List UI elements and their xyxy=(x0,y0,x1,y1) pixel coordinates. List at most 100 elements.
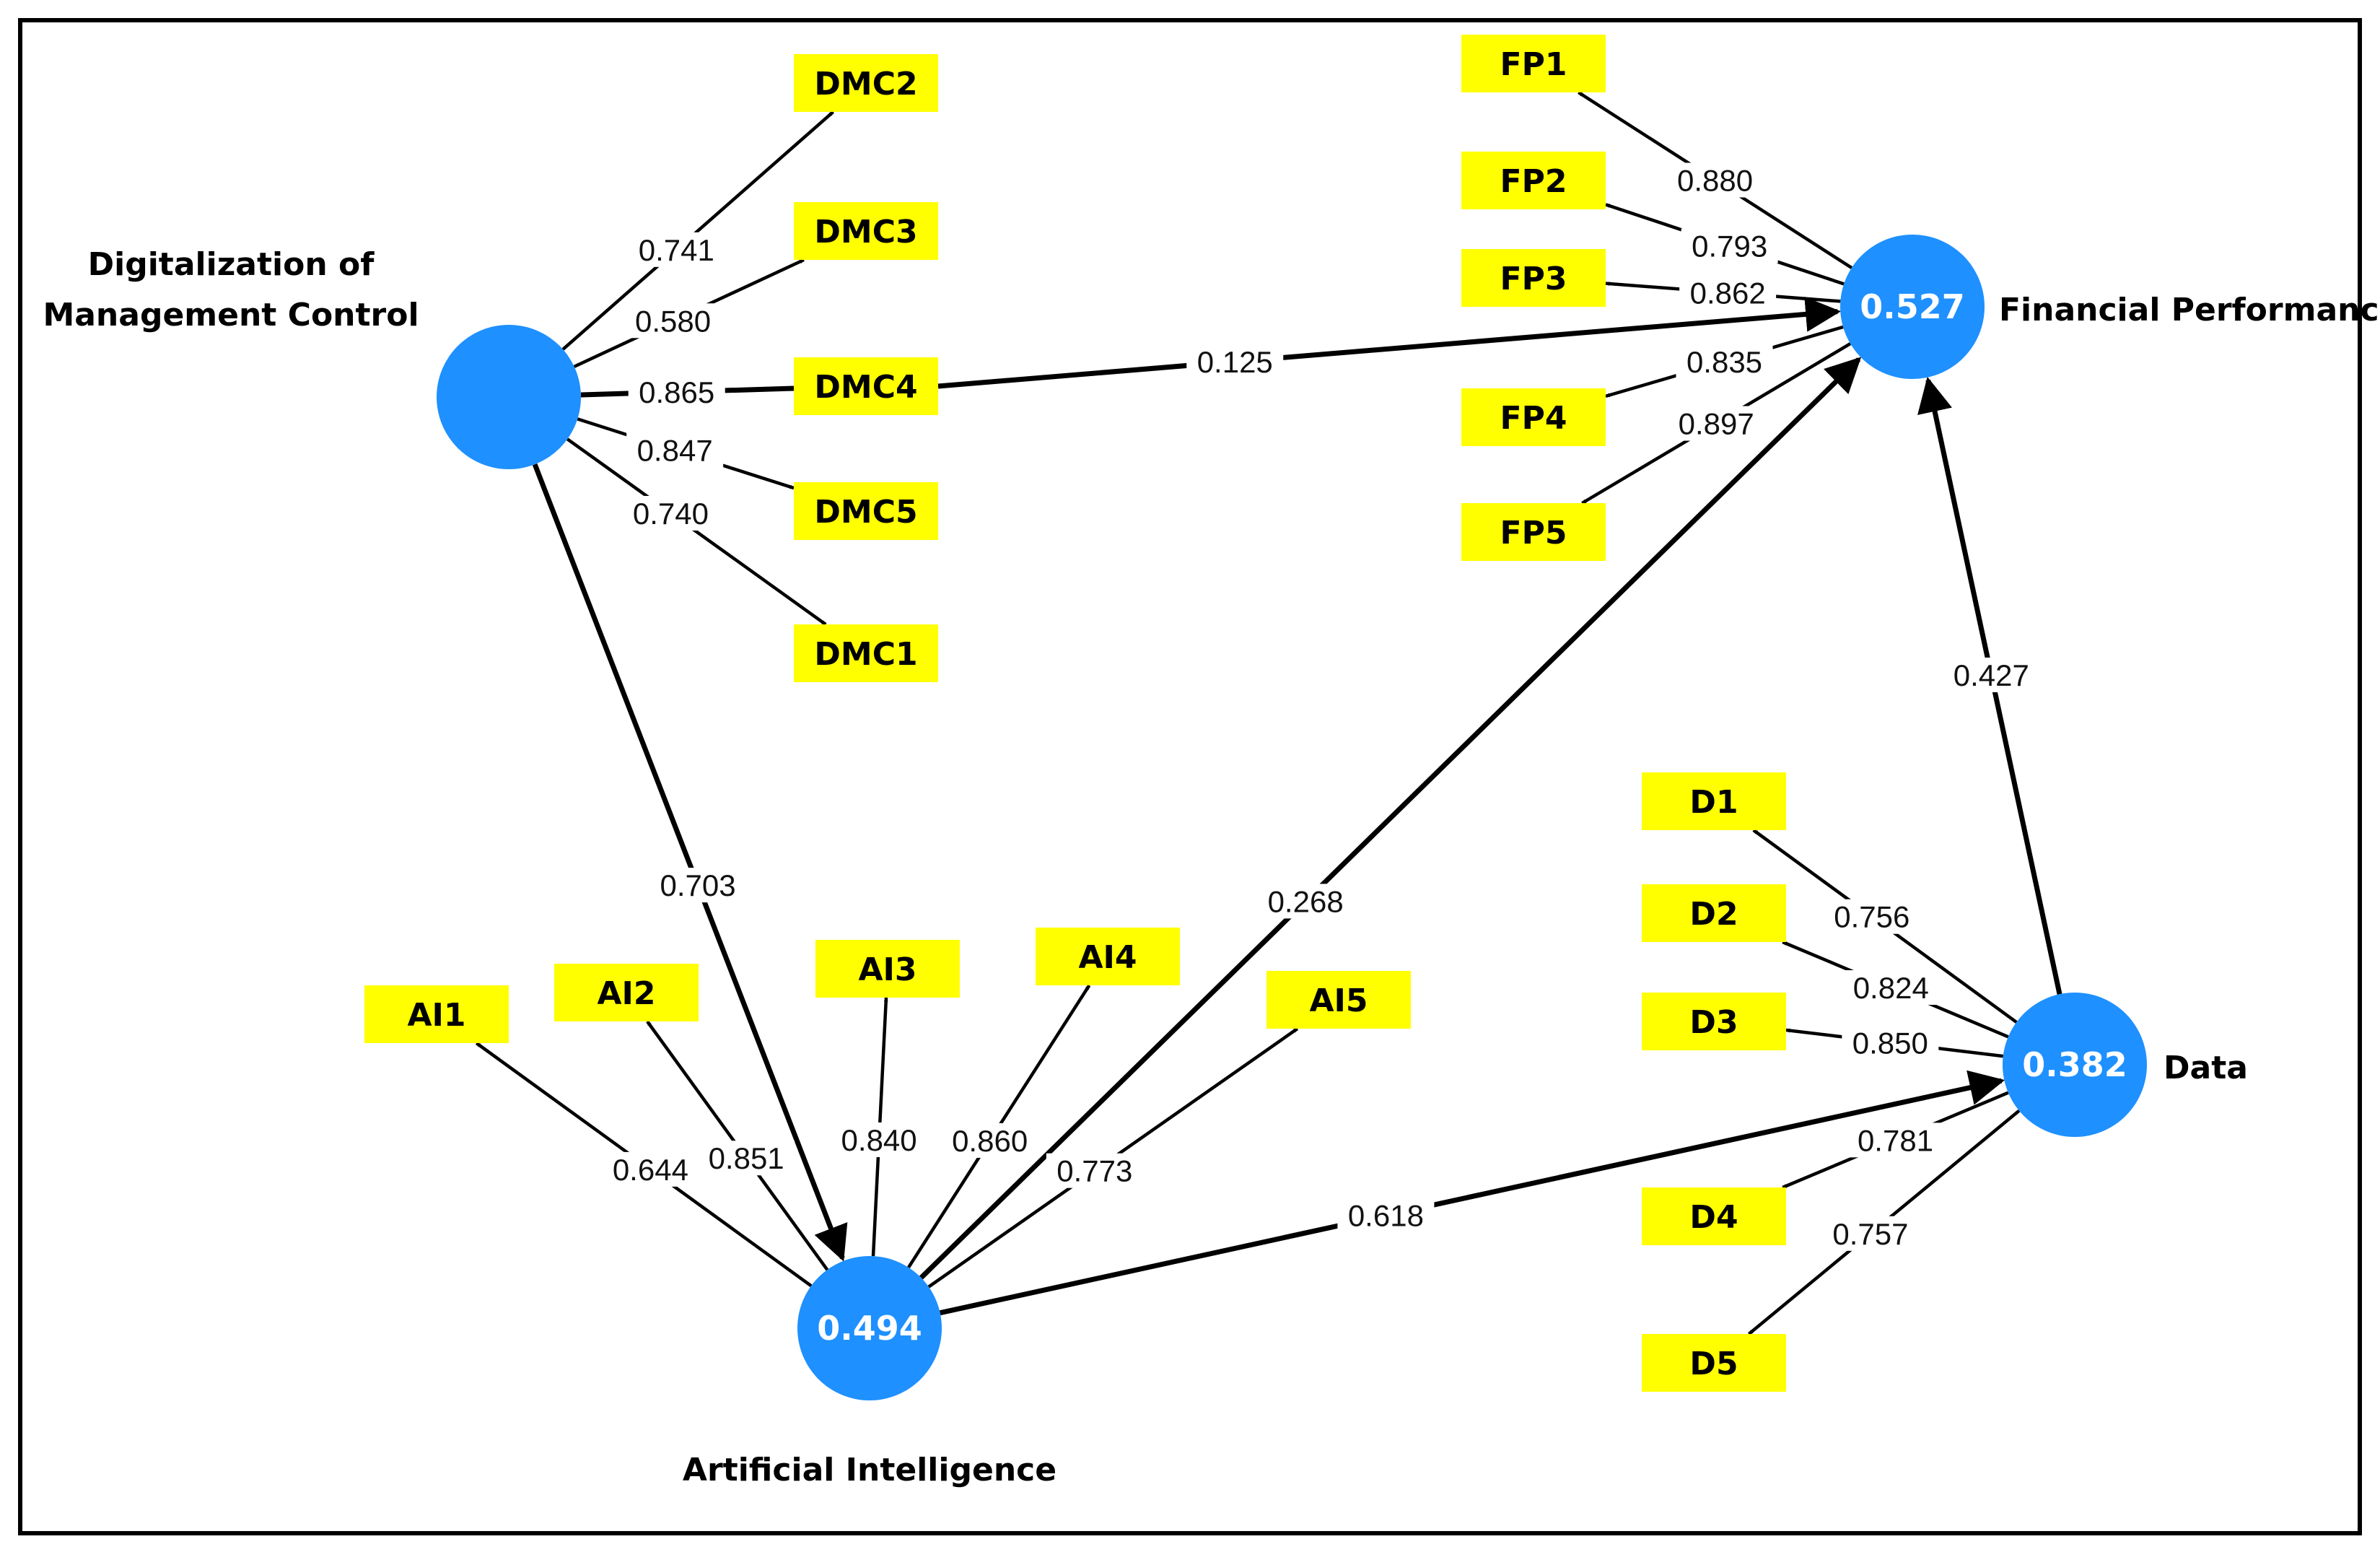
loading-label-fp4-bg xyxy=(1676,344,1773,379)
construct-name-fp-0: Financial Performance xyxy=(1999,292,2380,328)
indicator-label-dmc2: DMC2 xyxy=(814,66,917,103)
path-edge-dmc-fp xyxy=(937,296,1842,389)
indicator-box-fp3 xyxy=(1461,249,1606,307)
loading-label-ai3-bg xyxy=(831,1122,928,1157)
indicator-dmc5: DMC5 xyxy=(794,482,938,540)
construct-r2-data: 0.382 xyxy=(2022,1045,2127,1084)
indicator-label-fp4: FP4 xyxy=(1500,400,1567,437)
edge-labels-layer: 0.7410.5800.8650.8470.7400.8800.7930.862… xyxy=(602,162,2040,1251)
loading-label-ai2-bg xyxy=(698,1141,795,1176)
indicator-box-d2 xyxy=(1642,884,1786,942)
indicator-box-d3 xyxy=(1642,993,1786,1050)
loading-label-dmc3-bg xyxy=(624,303,722,339)
construct-data: 0.382 Data xyxy=(2003,993,2248,1137)
indicator-label-ai3: AI3 xyxy=(858,951,916,988)
indicator-label-d5: D5 xyxy=(1689,1346,1738,1382)
loading-label-ai1-text: 0.644 xyxy=(613,1153,688,1187)
loading-label-fp1: 0.880 xyxy=(1666,162,1764,198)
indicator-label-ai4: AI4 xyxy=(1078,939,1137,976)
loading-label-dmc3-text: 0.580 xyxy=(635,304,711,338)
loading-label-dmc2-bg xyxy=(628,232,725,267)
path-label-dmc-ai: 0.703 xyxy=(649,868,747,903)
loading-label-dmc1-text: 0.740 xyxy=(633,497,709,531)
construct-name-data-0: Data xyxy=(2164,1050,2248,1086)
indicator-ai3: AI3 xyxy=(815,940,960,998)
loading-label-dmc4: 0.865 xyxy=(628,374,725,409)
indicator-box-ai4 xyxy=(1036,928,1180,985)
indicator-box-dmc1 xyxy=(794,624,938,682)
indicator-box-ai5 xyxy=(1266,971,1411,1029)
path-label-ai-fp: 0.268 xyxy=(1257,884,1355,919)
construct-name-dmc-1: Management Control xyxy=(43,297,419,333)
loading-label-dmc5-text: 0.847 xyxy=(637,433,713,467)
loading-label-dmc5-bg xyxy=(626,432,724,468)
loading-label-dmc1-bg xyxy=(622,495,719,531)
loading-label-d4-bg xyxy=(1847,1122,1944,1158)
path-label-dmc-fp: 0.125 xyxy=(1186,344,1284,379)
indicator-box-fp1 xyxy=(1461,35,1606,92)
loading-label-d5: 0.757 xyxy=(1821,1216,1919,1251)
indicator-box-d1 xyxy=(1642,772,1786,830)
construct-circle-fp xyxy=(1840,235,1985,379)
path-label-dmc-ai-bg xyxy=(649,868,747,903)
loading-label-ai1-bg xyxy=(602,1151,699,1187)
loading-label-d5-bg xyxy=(1821,1216,1919,1251)
indicator-fp4: FP4 xyxy=(1461,388,1606,446)
path-label-dmc-fp-text: 0.125 xyxy=(1197,345,1273,379)
indicator-box-fp4 xyxy=(1461,388,1606,446)
loading-label-d4: 0.781 xyxy=(1847,1122,1944,1158)
indicators-layer: DMC2DMC3DMC4DMC5DMC1FP1FP2FP3FP4FP5AI1AI… xyxy=(364,35,1786,1392)
loading-label-fp2-bg xyxy=(1681,228,1778,263)
path-label-dmc-fp-bg xyxy=(1186,344,1284,379)
loading-label-dmc5: 0.847 xyxy=(626,432,724,468)
indicator-ai1: AI1 xyxy=(364,985,509,1043)
indicator-d4: D4 xyxy=(1642,1187,1786,1245)
indicator-label-ai1: AI1 xyxy=(407,997,465,1034)
indicator-d1: D1 xyxy=(1642,772,1786,830)
construct-circle-data xyxy=(2003,993,2147,1137)
construct-circle-ai xyxy=(797,1256,942,1400)
path-label-ai-data: 0.618 xyxy=(1337,1198,1435,1233)
loading-label-dmc3: 0.580 xyxy=(624,303,722,339)
indicator-fp1: FP1 xyxy=(1461,35,1606,92)
loading-label-fp3-text: 0.862 xyxy=(1690,276,1766,310)
indicator-label-dmc1: DMC1 xyxy=(814,636,917,673)
indicator-box-d4 xyxy=(1642,1187,1786,1245)
path-label-dmc-ai-text: 0.703 xyxy=(660,868,736,902)
loading-label-fp2-text: 0.793 xyxy=(1692,230,1767,263)
construct-name-ai-0: Artificial Intelligence xyxy=(683,1452,1056,1488)
indicator-dmc1: DMC1 xyxy=(794,624,938,682)
indicator-ai5: AI5 xyxy=(1266,971,1411,1029)
indicator-label-ai5: AI5 xyxy=(1309,982,1368,1019)
loading-label-d2: 0.824 xyxy=(1842,970,1940,1006)
indicator-label-dmc5: DMC5 xyxy=(814,494,917,531)
indicator-box-ai3 xyxy=(815,940,960,998)
loading-label-ai4-text: 0.860 xyxy=(952,1124,1028,1158)
indicator-d3: D3 xyxy=(1642,993,1786,1050)
indicator-label-ai2: AI2 xyxy=(597,975,655,1012)
loading-label-ai2: 0.851 xyxy=(698,1141,795,1176)
loading-label-d3: 0.850 xyxy=(1842,1025,1939,1060)
loading-edge-dmc-dmc1 xyxy=(566,437,827,626)
loading-label-fp2: 0.793 xyxy=(1681,228,1778,263)
indicator-box-d5 xyxy=(1642,1334,1786,1392)
indicator-ai4: AI4 xyxy=(1036,928,1180,985)
indicator-ai2: AI2 xyxy=(554,964,699,1021)
path-edge-ai-fp xyxy=(919,357,1862,1280)
loading-edge-dmc-dmc2 xyxy=(561,110,834,351)
loading-label-fp1-bg xyxy=(1666,162,1764,198)
loading-label-fp4: 0.835 xyxy=(1676,344,1773,379)
path-label-data-fp-text: 0.427 xyxy=(1954,658,2029,692)
loading-label-d1-bg xyxy=(1823,899,1920,934)
loading-label-d4-text: 0.781 xyxy=(1858,1123,1933,1157)
loading-label-fp5-bg xyxy=(1668,406,1765,441)
indicator-label-fp5: FP5 xyxy=(1500,515,1567,552)
path-label-ai-fp-bg xyxy=(1257,884,1355,919)
loading-label-d2-text: 0.824 xyxy=(1853,971,1929,1005)
loading-label-d1-text: 0.756 xyxy=(1834,900,1909,934)
